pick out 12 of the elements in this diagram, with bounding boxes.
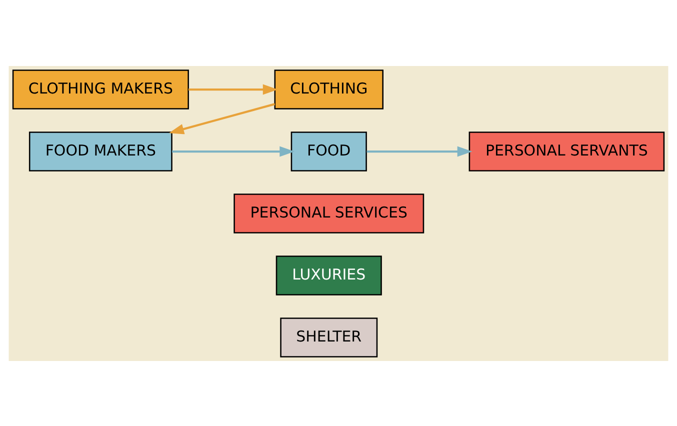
node-box: PERSONAL SERVANTS	[468, 131, 665, 171]
node-box: FOOD	[290, 131, 367, 171]
node-box: LUXURIES	[276, 255, 382, 295]
node-box: CLOTHING MAKERS	[12, 69, 189, 109]
node-box: SHELTER	[280, 317, 378, 357]
arrow	[366, 146, 472, 156]
arrow	[172, 146, 295, 156]
arrow	[188, 84, 278, 94]
node-box: CLOTHING	[274, 69, 384, 109]
node-box: PERSONAL SERVICES	[234, 193, 424, 233]
node-box: FOOD MAKERS	[28, 131, 172, 171]
arrow	[168, 102, 276, 134]
